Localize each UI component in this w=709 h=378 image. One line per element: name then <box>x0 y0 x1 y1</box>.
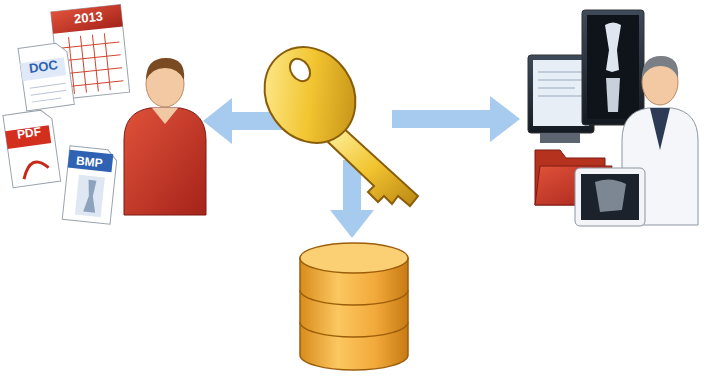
tablet <box>575 168 645 226</box>
person <box>124 58 206 215</box>
file-type: BMP <box>75 155 103 170</box>
database <box>300 243 408 370</box>
key <box>246 29 418 206</box>
arrow-right <box>392 96 520 142</box>
calendar-year: 2013 <box>73 9 103 25</box>
documents <box>3 5 130 225</box>
arrows <box>203 96 520 238</box>
file-type: DOC <box>28 58 58 75</box>
file-type: PDF <box>16 125 41 140</box>
